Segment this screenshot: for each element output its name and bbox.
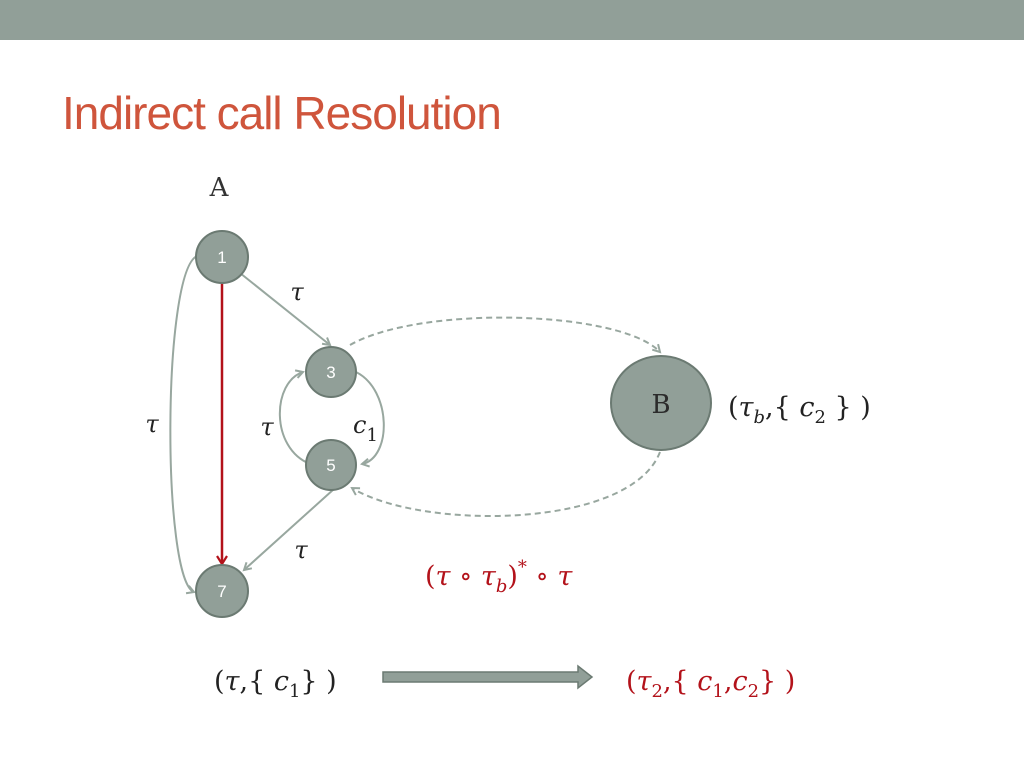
edge-1-3-label: τ — [290, 278, 304, 306]
edge-5-7-label: τ — [294, 536, 308, 564]
transformation-arrow — [382, 664, 594, 690]
result-summary: (τ2,{ c1,c2} ) — [626, 666, 795, 702]
slide-title: Indirect call Resolution — [62, 87, 502, 139]
svg-text:7: 7 — [217, 582, 226, 601]
b-summary-annotation: (τb,{ c2 } ) — [728, 392, 871, 428]
edge-5-3-label: τ — [260, 413, 274, 441]
svg-text:5: 5 — [326, 456, 335, 475]
svg-text:1: 1 — [217, 248, 226, 267]
edge-5-3 — [278, 372, 311, 465]
edge-1-7-outer-label: τ — [145, 410, 159, 438]
svg-text:B: B — [651, 390, 670, 420]
node-7[interactable]: 7 — [195, 564, 249, 618]
edge-3-5-label: c1 — [353, 411, 378, 446]
edge-5-7 — [244, 488, 335, 570]
procedure-b-node[interactable]: B — [610, 355, 712, 451]
initial-summary: (τ,{ c1} ) — [214, 666, 337, 702]
top-bar — [0, 0, 1024, 40]
procedure-a-label: A — [209, 173, 230, 203]
edge-1-3 — [239, 272, 330, 345]
return-edge-b-to-5 — [352, 451, 661, 517]
node-5[interactable]: 5 — [305, 439, 357, 491]
node-3[interactable]: 3 — [305, 346, 357, 398]
edge-3-5 — [355, 371, 385, 464]
edge-1-7-outer — [169, 255, 198, 592]
node-1[interactable]: 1 — [195, 230, 249, 284]
path-expression: (τ ∘ τb)* ∘ τ — [425, 557, 573, 597]
call-edge-3-to-b — [349, 316, 660, 352]
svg-text:3: 3 — [326, 363, 335, 382]
